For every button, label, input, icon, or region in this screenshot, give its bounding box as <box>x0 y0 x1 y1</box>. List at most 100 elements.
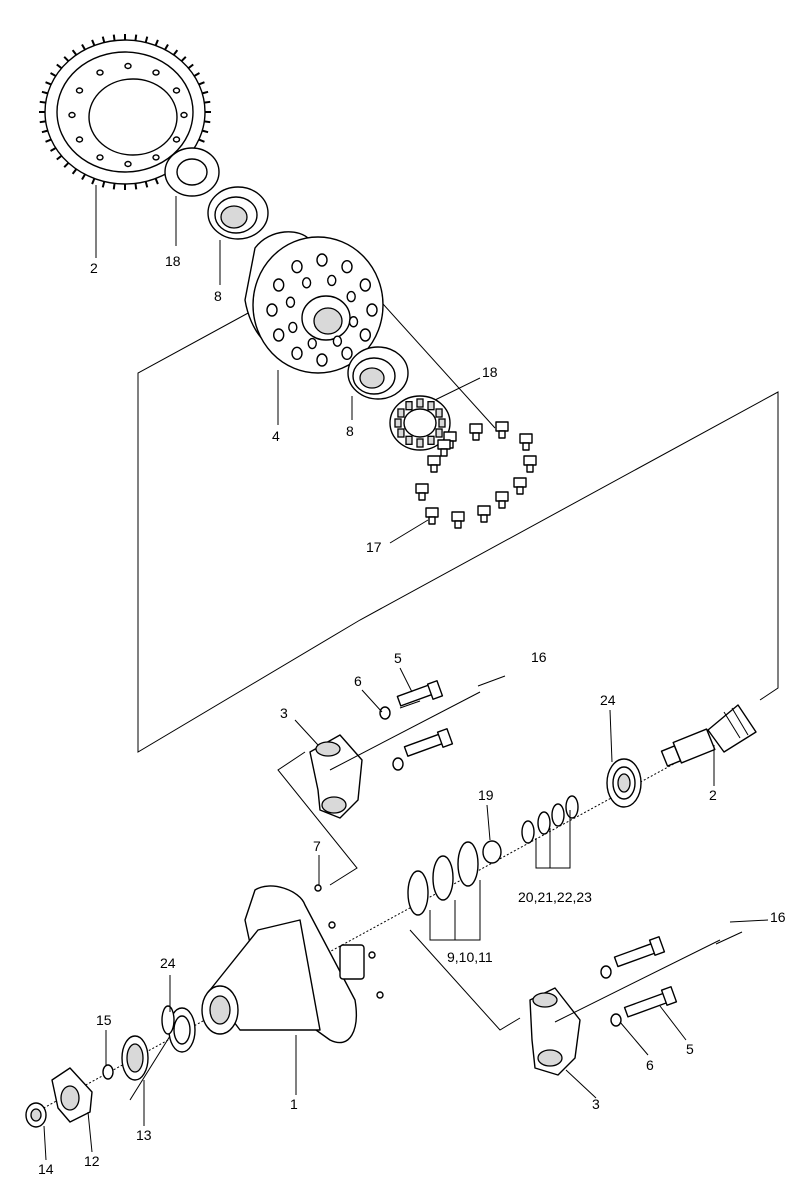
gear-tooth <box>112 183 116 190</box>
axle-centerline <box>39 754 691 1111</box>
bearing-pinion-rear <box>606 758 642 808</box>
callout-leaders <box>43 185 769 1161</box>
bearing-upper <box>207 186 269 240</box>
gear-tooth <box>187 63 194 69</box>
pinion-gear <box>660 704 757 767</box>
case-inner-hole <box>327 274 337 287</box>
gear-tooth <box>50 72 57 77</box>
oil-seal <box>121 1035 149 1081</box>
callout-5-upper: 5 <box>394 650 402 666</box>
callout-labels: 2 18 8 4 8 18 17 5 16 6 3 24 2 19 7 20,2… <box>38 253 786 1177</box>
washer-lower-b <box>610 1013 622 1027</box>
ring-gear <box>39 34 211 190</box>
callout-24-upper: 24 <box>600 692 616 708</box>
gear-tooth <box>101 181 106 188</box>
callout-18-lower: 18 <box>482 364 498 380</box>
roller <box>397 408 405 418</box>
gear-bolt-hole <box>172 136 181 143</box>
gear-tooth <box>134 183 138 190</box>
roller <box>394 418 402 428</box>
pin-upper <box>477 675 506 687</box>
case-bolt-hole <box>272 278 285 292</box>
gear-tooth <box>71 49 78 56</box>
roller <box>397 428 405 438</box>
bolt <box>427 455 441 473</box>
bearing-race-lower <box>389 395 451 451</box>
case-bolt-hole <box>341 346 353 361</box>
gear-bolt-hole <box>124 62 132 70</box>
washer-upper-b <box>392 757 404 771</box>
gear-tooth <box>198 81 205 86</box>
callout-4: 4 <box>272 428 280 444</box>
bearing-race-upper <box>164 147 220 197</box>
case-bolt-hole <box>366 303 378 317</box>
gear-tooth <box>204 100 211 104</box>
gear-tooth <box>180 56 187 62</box>
roller <box>427 435 435 445</box>
bolt <box>415 483 429 501</box>
case-bolt-hole <box>341 259 353 274</box>
companion-flange <box>51 1067 93 1123</box>
bolt <box>495 491 509 509</box>
ring-gear-bolt-holes <box>68 62 188 168</box>
gear-bolt-hole <box>75 136 84 143</box>
callout-16-upper: 16 <box>531 649 547 665</box>
case-bolt-hole <box>272 328 285 342</box>
case-bolt-hole <box>316 253 328 267</box>
callout-2-gear: 2 <box>90 260 98 276</box>
bearing-lower <box>347 346 409 400</box>
callout-18-upper: 18 <box>165 253 181 269</box>
gear-tooth <box>172 49 179 56</box>
gear-tooth <box>63 162 70 168</box>
roller <box>405 401 413 411</box>
roller <box>438 418 446 428</box>
gear-bolt-hole <box>180 111 188 119</box>
gear-tooth <box>91 39 96 46</box>
gear-tooth <box>154 178 159 185</box>
case-bolt-hole <box>359 328 372 342</box>
case-bolt-hole <box>316 353 328 367</box>
bolt <box>495 421 509 439</box>
gear-tooth <box>56 63 63 69</box>
gear-tooth <box>63 56 70 62</box>
gear-bolt-hole <box>68 111 76 119</box>
case-bolt-hole <box>291 346 303 361</box>
gear-tooth <box>81 173 86 181</box>
gear-tooth <box>50 147 57 152</box>
roller <box>416 438 424 448</box>
gear-tooth <box>45 81 52 86</box>
bolt <box>469 423 483 441</box>
gear-tooth <box>154 39 159 46</box>
case-bolt-hole <box>359 278 372 292</box>
callout-3-upper: 3 <box>280 705 288 721</box>
spacer-ring <box>482 840 502 864</box>
case-inner-hole <box>301 277 312 289</box>
callout-7: 7 <box>313 838 321 854</box>
roller <box>427 401 435 411</box>
washer-flange <box>102 1064 114 1080</box>
gear-tooth <box>112 34 116 41</box>
gear-bolt-hole <box>75 87 84 94</box>
roller <box>435 428 443 438</box>
callout-24-lower: 24 <box>160 955 176 971</box>
gear-bolt-hole <box>152 154 160 161</box>
case-bolt-holes <box>266 253 378 367</box>
bolt <box>437 439 451 457</box>
gear-tooth <box>56 155 63 161</box>
shim-rings-9-11 <box>407 841 479 916</box>
callout-15: 15 <box>96 1012 112 1028</box>
callout-8-upper: 8 <box>214 288 222 304</box>
callout-16-lower: 16 <box>770 909 786 925</box>
cap-bolt-lower-a <box>613 936 666 968</box>
callout-19: 19 <box>478 787 494 803</box>
gear-tooth <box>45 138 52 143</box>
case-inner-hole <box>285 296 296 308</box>
bolt <box>477 505 491 523</box>
pin-lower <box>715 931 743 945</box>
gear-tooth <box>41 90 48 95</box>
gear-bolt-hole <box>96 69 104 76</box>
gear-bolt-hole <box>96 154 104 161</box>
cap-bolt-lower-b <box>623 986 678 1018</box>
callout-1: 1 <box>290 1096 298 1112</box>
